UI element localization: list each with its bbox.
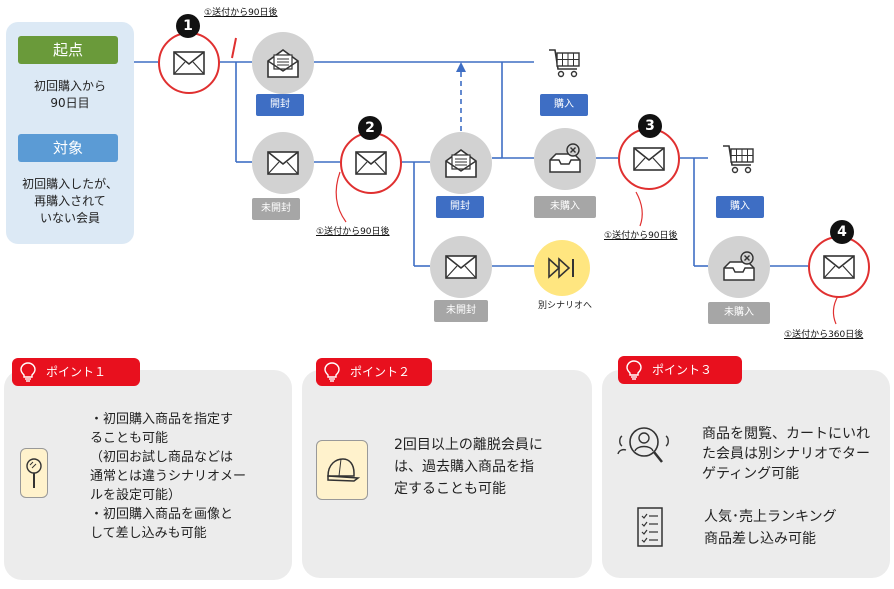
- mail-node-3: [618, 128, 680, 190]
- step-badge-3: 3: [638, 114, 662, 138]
- cart-icon: [723, 145, 754, 174]
- point-2-icon-box: [316, 440, 368, 500]
- hand-mirror-icon: [26, 458, 42, 488]
- point-text-2: 2回目以上の離脱会員に は、過去購入商品を指 定することも可能: [394, 437, 543, 497]
- point-title-3: ポイント３: [652, 363, 713, 377]
- point-title-2: ポイント２: [350, 365, 411, 379]
- mail-icon: [633, 147, 665, 171]
- label-unopened-1: 未開封: [252, 198, 300, 220]
- bulb-icon: [324, 362, 340, 382]
- label-not-purchased-2: 未購入: [708, 302, 770, 324]
- start-label: 起点: [18, 36, 118, 64]
- purchase-node-2: [708, 128, 770, 190]
- mail-icon: [267, 151, 299, 175]
- open-mail-icon: [445, 149, 477, 178]
- not-purchased-node-2: [708, 236, 770, 298]
- step-badge-1: 1: [176, 14, 200, 38]
- mail-node-4: [808, 236, 870, 298]
- open-mail-icon: [267, 49, 299, 78]
- point-1-icon-box: [20, 448, 48, 498]
- opened-mail-node-2: [430, 132, 492, 194]
- point-text-3a: 商品を閲覧、カートにいれ た会員は別シナリオでター ゲティング可能: [702, 426, 870, 482]
- purchase-node-1: [534, 32, 596, 94]
- timing-note-1: ①送付から90日後: [204, 8, 278, 18]
- timing-note-2: ①送付から90日後: [316, 227, 390, 237]
- point-text-3b: 人気･売上ランキング 商品差し込み可能: [704, 509, 837, 547]
- bulb-icon: [20, 362, 36, 382]
- mail-icon: [173, 51, 205, 75]
- fast-forward-icon: [548, 257, 574, 279]
- mail-node-1: [158, 32, 220, 94]
- label-opened-2: 開封: [436, 196, 484, 218]
- people-search-icon: [617, 427, 669, 463]
- target-description: 初回購入したが、 再購入されて いない会員: [22, 177, 118, 225]
- bulb-icon: [626, 360, 642, 380]
- point-card-3: [602, 370, 890, 578]
- unopened-mail-node-2: [430, 236, 492, 298]
- point-title-1: ポイント１: [46, 365, 107, 379]
- target-label: 対象: [18, 134, 118, 162]
- mail-node-2: [340, 132, 402, 194]
- point-text-1: ・初回購入商品を指定す ることも可能 （初回お試し商品などは 通常とは違うシナリ…: [90, 412, 247, 541]
- timing-note-3: ①送付から90日後: [604, 231, 678, 241]
- label-unopened-2: 未開封: [434, 300, 488, 322]
- not-purchased-node-1: [534, 128, 596, 190]
- timing-note-4: ①送付から360日後: [784, 330, 864, 340]
- label-not-purchased-1: 未購入: [534, 196, 596, 218]
- label-other-scenario: 別シナリオへ: [537, 301, 592, 311]
- cap-icon: [327, 458, 360, 482]
- other-scenario-node: [534, 240, 590, 296]
- opened-mail-node-1: [252, 32, 314, 94]
- cart-icon: [549, 49, 580, 78]
- start-description: 初回購入から 90日目: [33, 79, 106, 110]
- point-card-1: [4, 370, 292, 580]
- mail-icon: [823, 255, 855, 279]
- point-header-1: ポイント１: [12, 358, 140, 386]
- point-header-3: ポイント３: [618, 356, 742, 384]
- label-purchase-1: 購入: [540, 94, 588, 116]
- mail-icon: [355, 151, 387, 175]
- step-badge-4: 4: [830, 220, 854, 244]
- label-purchase-2: 購入: [716, 196, 764, 218]
- checklist-icon: [637, 507, 663, 547]
- unopened-mail-node-1: [252, 132, 314, 194]
- point-header-2: ポイント２: [316, 358, 432, 386]
- mail-icon: [445, 255, 477, 279]
- label-opened-1: 開封: [256, 94, 304, 116]
- step-badge-2: 2: [358, 116, 382, 140]
- inbox-x-icon: [723, 251, 755, 281]
- inbox-x-icon: [549, 143, 581, 173]
